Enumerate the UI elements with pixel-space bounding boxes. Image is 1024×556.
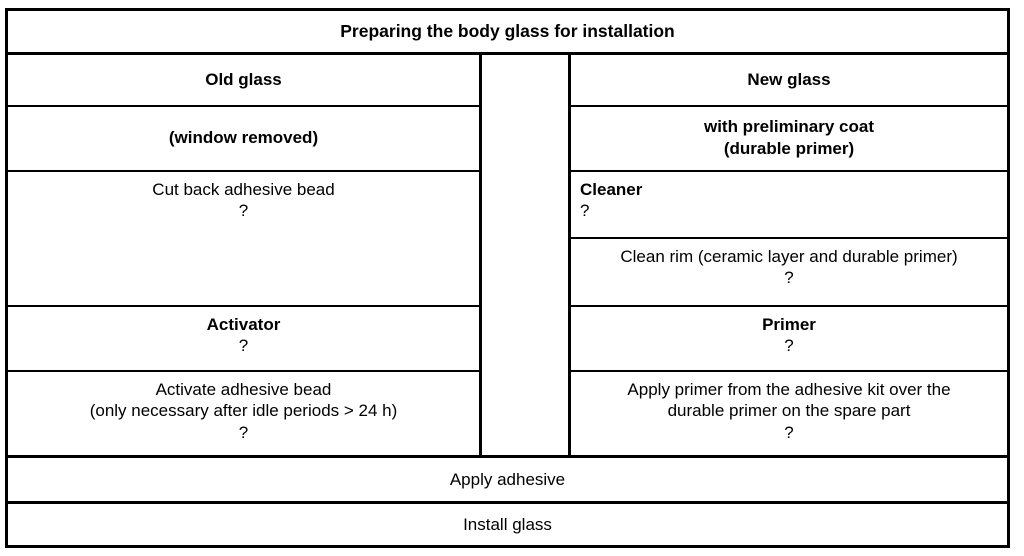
step-main-text: Primer <box>762 314 816 334</box>
new-glass-step-clean-rim: Clean rim (ceramic layer and durable pri… <box>571 236 1007 305</box>
step-note: ? <box>238 201 249 221</box>
old-glass-step-activator: Activator ? <box>8 304 479 370</box>
new-glass-step-cleaner: Cleaner ? <box>571 169 1007 237</box>
step-note: ? <box>784 423 794 443</box>
new-glass-step-primer: Primer ? <box>571 304 1007 370</box>
step-sub-text: (only necessary after idle periods > 24 … <box>89 401 398 421</box>
step-main-text: with preliminary coat <box>703 117 875 137</box>
footer-step-install-glass: Install glass <box>8 501 1007 545</box>
old-glass-step-cut-back-adhesive-bead: Cut back adhesive bead ? <box>8 169 479 305</box>
old-glass-header: Old glass <box>8 54 479 105</box>
footer-step-apply-adhesive: Apply adhesive <box>449 469 566 489</box>
step-main-text: Apply primer from the adhesive kit over … <box>627 379 951 399</box>
new-glass-step-preliminary-coat: with preliminary coat (durable primer) <box>571 104 1007 170</box>
step-note: ? <box>238 423 249 443</box>
new-glass-header: New glass <box>571 54 1007 105</box>
old-glass-step-activate-adhesive-bead: Activate adhesive bead (only necessary a… <box>8 369 479 455</box>
step-note: ? <box>238 336 249 356</box>
step-note: ? <box>580 201 590 221</box>
step-note: ? <box>784 336 794 356</box>
step-sub-text: durable primer on the spare part <box>667 401 911 421</box>
two-column-section: Old glass (window removed) Cut back adhe… <box>8 54 1007 458</box>
step-note: ? <box>784 268 794 288</box>
old-glass-column: Old glass (window removed) Cut back adhe… <box>8 54 482 455</box>
step-main-text: (window removed) <box>168 128 319 148</box>
step-sub-text: (durable primer) <box>723 139 855 159</box>
old-glass-step-window-removed: (window removed) <box>8 104 479 170</box>
step-main-text: Activator <box>206 314 281 334</box>
step-main-text: Clean rim (ceramic layer and durable pri… <box>620 246 958 266</box>
diagram-title: Preparing the body glass for installatio… <box>8 11 1007 55</box>
step-main-text: Cut back adhesive bead <box>152 179 335 199</box>
step-main-text: Cleaner <box>580 179 643 199</box>
process-diagram: Preparing the body glass for installatio… <box>5 8 1010 548</box>
step-main-text: Activate adhesive bead <box>155 379 332 399</box>
column-separator-gap <box>482 54 568 455</box>
new-glass-column: New glass with preliminary coat (durable… <box>568 54 1007 455</box>
new-glass-step-apply-primer: Apply primer from the adhesive kit over … <box>571 369 1007 455</box>
